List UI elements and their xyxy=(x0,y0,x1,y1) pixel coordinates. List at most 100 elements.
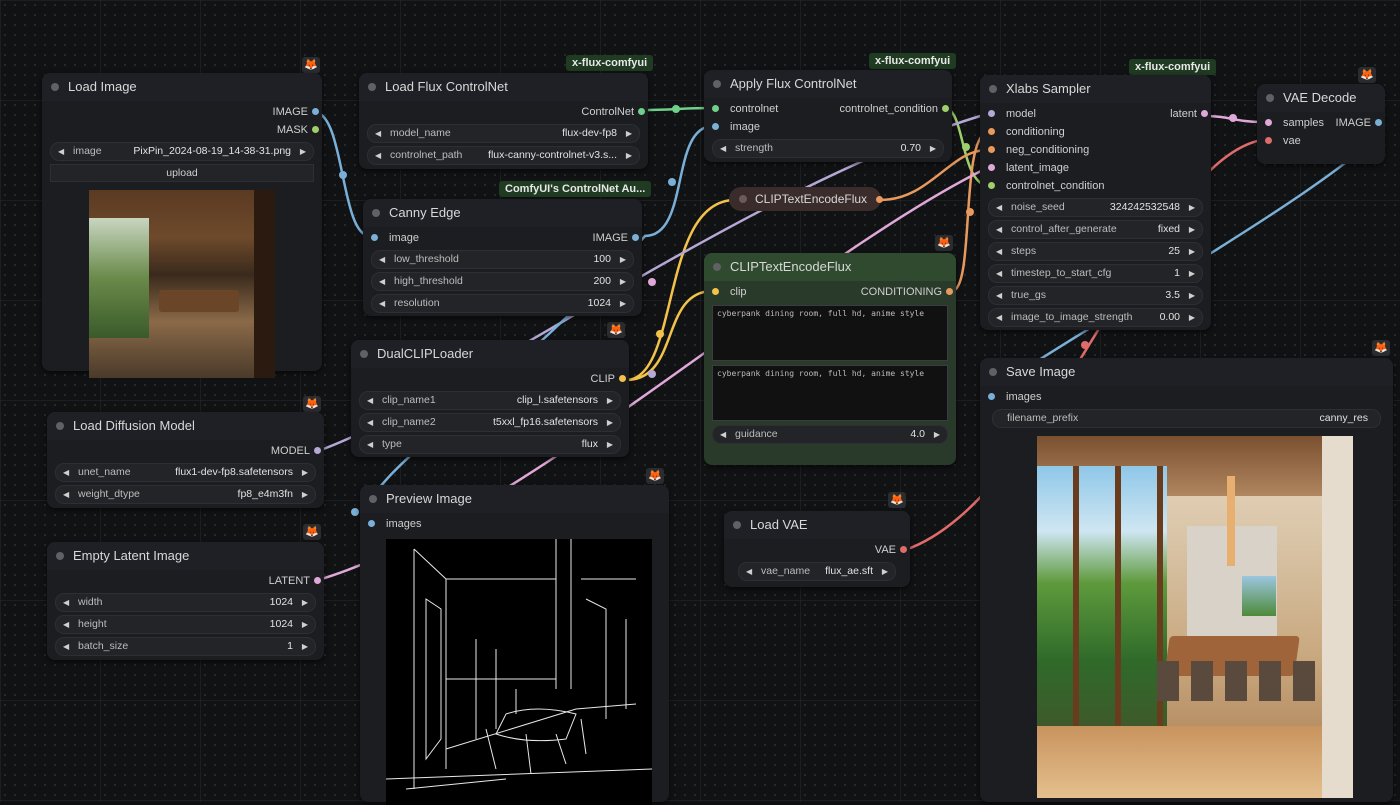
arrow-left-icon[interactable]: ◀ xyxy=(720,430,727,439)
collapse-dot[interactable] xyxy=(51,83,59,91)
arrow-right-icon[interactable]: ▶ xyxy=(301,620,308,629)
collapse-dot[interactable] xyxy=(56,552,64,560)
arrow-right-icon[interactable]: ▶ xyxy=(1188,225,1195,234)
node-title[interactable]: Xlabs Sampler xyxy=(980,75,1211,103)
arrow-right-icon[interactable]: ▶ xyxy=(1188,247,1195,256)
node-title[interactable]: Load VAE xyxy=(724,511,910,539)
input-images-socket[interactable] xyxy=(368,520,375,527)
input-controlnet-socket[interactable] xyxy=(712,105,719,112)
arrow-right-icon[interactable]: ▶ xyxy=(929,144,936,153)
arrow-right-icon[interactable]: ▶ xyxy=(301,642,308,651)
arrow-left-icon[interactable]: ◀ xyxy=(63,598,70,607)
input-vae-socket[interactable] xyxy=(1265,137,1272,144)
output-conditioning-socket[interactable] xyxy=(876,196,883,203)
node-load-flux-controlnet[interactable]: Load Flux ControlNet ControlNet ◀model_n… xyxy=(359,73,648,169)
collapse-dot[interactable] xyxy=(369,495,377,503)
node-preview-image[interactable]: Preview Image images xyxy=(360,485,669,805)
input-neg-conditioning-socket[interactable] xyxy=(988,146,995,153)
arrow-left-icon[interactable]: ◀ xyxy=(367,440,374,449)
output-latent-socket[interactable] xyxy=(1201,110,1208,117)
node-title[interactable]: Empty Latent Image xyxy=(47,542,324,570)
arrow-right-icon[interactable]: ▶ xyxy=(1188,269,1195,278)
arrow-left-icon[interactable]: ◀ xyxy=(379,255,386,264)
collapse-dot[interactable] xyxy=(368,83,376,91)
arrow-right-icon[interactable]: ▶ xyxy=(625,129,632,138)
input-latent-image-socket[interactable] xyxy=(988,164,995,171)
collapse-dot[interactable] xyxy=(713,263,721,271)
arrow-right-icon[interactable]: ▶ xyxy=(619,277,626,286)
output-image-socket[interactable] xyxy=(632,234,639,241)
arrow-left-icon[interactable]: ◀ xyxy=(996,225,1003,234)
arrow-left-icon[interactable]: ◀ xyxy=(58,147,65,156)
node-title[interactable]: VAE Decode xyxy=(1257,84,1385,112)
arrow-right-icon[interactable]: ▶ xyxy=(933,430,940,439)
arrow-right-icon[interactable]: ▶ xyxy=(606,440,613,449)
clip-l-textarea[interactable]: cyberpank dining room, full hd, anime st… xyxy=(712,305,948,361)
upload-button[interactable]: upload xyxy=(50,164,314,182)
arrow-left-icon[interactable]: ◀ xyxy=(996,203,1003,212)
arrow-right-icon[interactable]: ▶ xyxy=(301,490,308,499)
collapse-dot[interactable] xyxy=(739,195,747,203)
arrow-right-icon[interactable]: ▶ xyxy=(1188,291,1195,300)
arrow-right-icon[interactable]: ▶ xyxy=(625,151,632,160)
arrow-left-icon[interactable]: ◀ xyxy=(996,313,1003,322)
collapse-dot[interactable] xyxy=(56,422,64,430)
arrow-left-icon[interactable]: ◀ xyxy=(746,567,753,576)
node-title[interactable]: Load Diffusion Model xyxy=(47,412,324,440)
collapse-dot[interactable] xyxy=(989,85,997,93)
t5xxl-textarea[interactable]: cyberpank dining room, full hd, anime st… xyxy=(712,365,948,421)
output-controlnet-condition-socket[interactable] xyxy=(942,105,949,112)
input-image-socket[interactable] xyxy=(371,234,378,241)
arrow-right-icon[interactable]: ▶ xyxy=(619,255,626,264)
node-title[interactable]: CLIPTextEncodeFlux xyxy=(704,253,956,281)
input-model-socket[interactable] xyxy=(988,110,995,117)
output-conditioning-socket[interactable] xyxy=(946,288,953,295)
arrow-left-icon[interactable]: ◀ xyxy=(996,291,1003,300)
output-image-socket[interactable] xyxy=(312,108,319,115)
node-title[interactable]: DualCLIPLoader xyxy=(351,340,629,368)
collapse-dot[interactable] xyxy=(372,209,380,217)
arrow-left-icon[interactable]: ◀ xyxy=(379,299,386,308)
arrow-right-icon[interactable]: ▶ xyxy=(606,418,613,427)
arrow-right-icon[interactable]: ▶ xyxy=(619,299,626,308)
arrow-left-icon[interactable]: ◀ xyxy=(375,129,382,138)
input-samples-socket[interactable] xyxy=(1265,119,1272,126)
output-latent-socket[interactable] xyxy=(314,577,321,584)
arrow-left-icon[interactable]: ◀ xyxy=(720,144,727,153)
output-controlnet-socket[interactable] xyxy=(638,108,645,115)
output-image-socket[interactable] xyxy=(1375,119,1382,126)
output-clip-socket[interactable] xyxy=(619,375,626,382)
collapse-dot[interactable] xyxy=(1266,94,1274,102)
node-title[interactable]: Save Image xyxy=(980,358,1393,386)
output-vae-socket[interactable] xyxy=(900,546,907,553)
node-title[interactable]: Apply Flux ControlNet xyxy=(704,70,952,98)
arrow-left-icon[interactable]: ◀ xyxy=(367,418,374,427)
node-title[interactable]: Load Flux ControlNet xyxy=(359,73,648,101)
input-images-socket[interactable] xyxy=(988,393,995,400)
collapse-dot[interactable] xyxy=(360,350,368,358)
output-mask-socket[interactable] xyxy=(312,126,319,133)
